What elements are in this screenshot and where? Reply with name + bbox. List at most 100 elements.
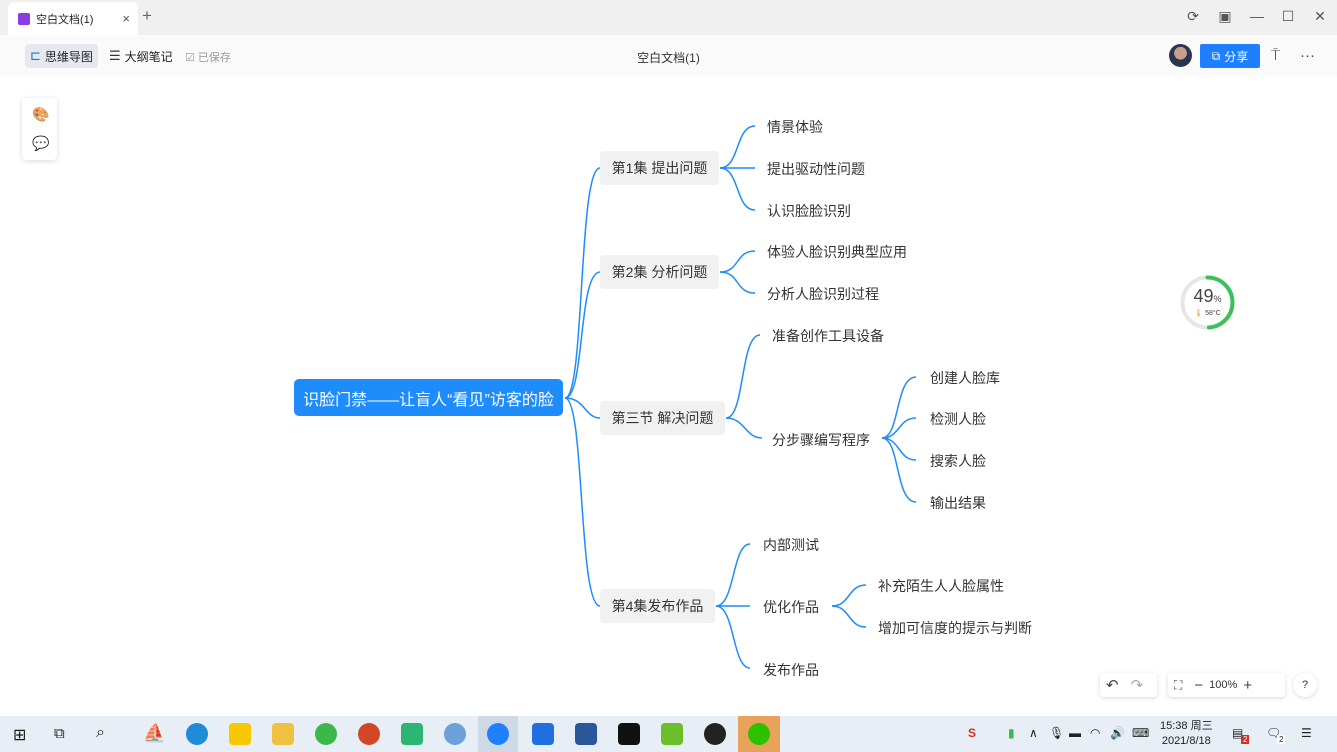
notification-badge: 2 [1241,735,1250,744]
edge-browser-icon[interactable] [186,723,208,745]
leaf-node[interactable]: 增加可信度的提示与判断 [878,620,1032,636]
start-icon[interactable]: ⊞ [13,727,27,744]
zoom-out-icon[interactable]: − [1194,676,1204,694]
windows-taskbar: ⊞ ⧉ ⌕ ⛵ S ▮ ∧ 🎙 ▬ ◠ 🔊 ⌨ 15:38 周三 2021/8/… [0,716,1337,752]
leaf-node[interactable]: 认识脸脸识别 [767,203,851,219]
leaf-node[interactable]: 分析人脸识别过程 [767,286,879,302]
branch-node-2[interactable]: 第2集 分析问题 [600,255,719,289]
zoom-level: 100% [1209,679,1238,691]
thermometer-icon: 🌡 [1194,310,1204,317]
mindmap-app-icon [18,12,30,25]
sync-icon[interactable]: ⟳ [1187,8,1199,24]
present-icon[interactable]: ⍑ [1271,47,1281,64]
mindmap-taskbar-icon[interactable] [487,723,509,745]
tab-close-icon[interactable]: × [122,11,130,26]
browser-app-icon[interactable] [315,723,337,745]
outline-list-icon: ☰ [109,48,121,63]
outline-mode-button[interactable]: ☰ 大纲笔记 [104,44,178,68]
wechat-icon[interactable] [748,723,770,745]
more-menu-icon[interactable]: ··· [1300,47,1315,64]
keyboard-icon[interactable]: ⌨ [1132,726,1150,740]
system-clock[interactable]: 15:38 周三 2021/8/18 [1160,719,1213,749]
powerpoint-icon[interactable] [358,723,380,745]
leaf-node[interactable]: 情景体验 [767,119,823,135]
app-icon[interactable]: ⛵ [143,723,166,743]
volume-icon[interactable]: 🔊 [1110,726,1125,740]
gauge-value: 49 [1193,286,1214,306]
clock-time: 15:38 周三 [1160,720,1213,732]
document-tab[interactable]: 空白文档(1) × [8,2,138,35]
zoom-in-icon[interactable]: + [1243,676,1253,694]
new-tab-button[interactable]: + [142,6,152,25]
gauge-value-row: 49% [1180,286,1235,307]
leaf-node[interactable]: 补充陌生人人脸属性 [878,578,1004,594]
outline-mode-label: 大纲笔记 [124,49,173,64]
mindmap-mode-button[interactable]: ⊏ 思维导图 [25,44,98,68]
saved-check-icon: ☑ [185,52,198,64]
close-window-button[interactable]: ✕ [1314,8,1326,24]
document-title: 空白文档(1) [637,51,700,65]
microphone-icon[interactable]: 🎙 [1049,726,1065,740]
share-button[interactable]: ⧉ 分享 [1200,44,1260,68]
leaf-node[interactable]: 搜索人脸 [930,453,986,469]
leaf-node[interactable]: 发布作品 [763,662,819,678]
file-explorer-icon[interactable] [272,723,294,745]
redo-icon[interactable]: ↷ [1130,677,1144,694]
subtopic-node[interactable]: 分步骤编写程序 [772,432,870,448]
leaf-node[interactable]: 提出驱动性问题 [767,161,865,177]
favorites-app-icon[interactable] [532,723,554,745]
leaf-node[interactable]: 准备创作工具设备 [772,328,884,344]
tab-title: 空白文档(1) [36,13,94,26]
sogou-input-icon[interactable]: S [968,726,977,740]
branch-node-1[interactable]: 第1集 提出问题 [600,151,719,185]
gauge-temperature: 58°C [1205,310,1221,317]
leaf-node[interactable]: 创建人脸库 [930,370,1000,386]
word-icon[interactable] [575,723,597,745]
leaf-node[interactable]: 输出结果 [930,495,986,511]
search-icon[interactable]: ⌕ [96,724,105,741]
notification-app-icon[interactable]: ▤ [1232,726,1244,740]
mindmap-root-node[interactable]: 识脸门禁——让盲人“看见”访客的脸 [294,379,563,416]
minimize-button[interactable]: — [1250,8,1264,24]
sticky-notes-icon[interactable] [229,723,251,745]
branch-node-4[interactable]: 第4集发布作品 [600,589,715,623]
undo-icon[interactable]: ↶ [1106,677,1119,694]
gauge-temperature-row: 🌡 58°C [1180,309,1235,317]
share-label: 分享 [1224,49,1249,64]
comment-icon[interactable]: 💬 [32,135,50,151]
side-tool-panel: 🎨 💬 [22,98,57,160]
fit-screen-icon[interactable]: ⛶ [1174,677,1183,692]
leaf-node[interactable]: 检测人脸 [930,411,986,427]
maximize-button[interactable]: ☐ [1281,8,1295,24]
pin-window-icon[interactable]: ▣ [1218,8,1232,24]
capcut-icon[interactable] [618,723,640,745]
saved-label: 已保存 [197,52,231,64]
app-icon[interactable] [704,723,726,745]
avatar[interactable] [1169,44,1192,67]
power-icon[interactable]: ▬ [1069,726,1081,740]
action-center-icon[interactable]: ☰ [1301,726,1312,740]
leaf-node[interactable]: 内部测试 [763,537,819,553]
clock-date: 2021/8/18 [1161,735,1211,747]
tray-chevron-icon[interactable]: ∧ [1029,726,1038,740]
branch-node-3[interactable]: 第三节 解决问题 [600,401,725,435]
help-icon: ? [1301,679,1309,691]
mindmap-icon: ⊏ [30,48,41,63]
paint-icon[interactable] [444,723,466,745]
palette-icon[interactable]: 🎨 [32,106,50,122]
app-icon[interactable] [661,723,683,745]
battery-icon[interactable]: ▮ [1008,726,1015,740]
subtopic-node[interactable]: 优化作品 [763,599,819,615]
document-toolbar: ⊏ 思维导图 ☰ 大纲笔记 ☑ 已保存 空白文档(1) ⧉ 分享 ⍑ ··· [0,35,1337,77]
zoom-bar: ⛶ − 100% + [1168,673,1285,697]
help-button[interactable]: ? [1293,673,1317,697]
app-icon[interactable] [401,723,423,745]
leaf-node[interactable]: 体验人脸识别典型应用 [767,244,907,260]
performance-gauge[interactable] [1180,275,1235,330]
message-badge: 2 [1277,735,1286,744]
wifi-icon[interactable]: ◠ [1090,726,1101,740]
task-view-icon[interactable]: ⧉ [54,725,65,742]
undo-redo-bar: ↶ ↷ [1100,673,1157,697]
saved-status: ☑ 已保存 [185,49,231,65]
